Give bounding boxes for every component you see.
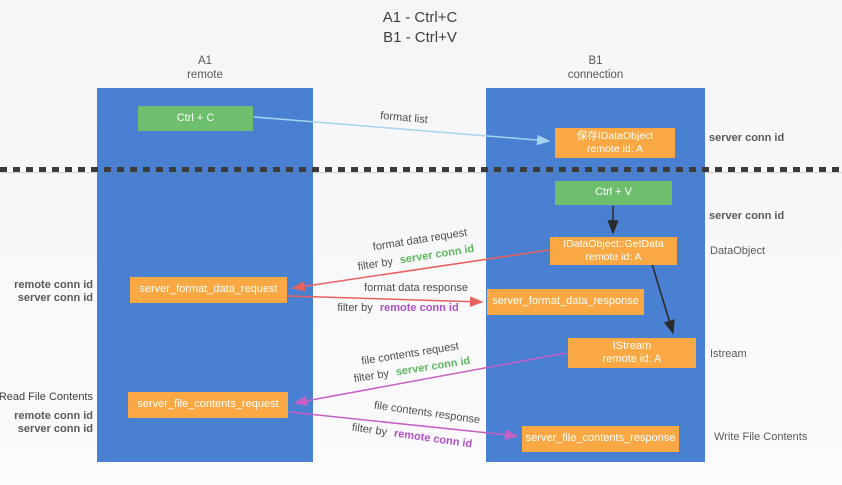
file-contents-response-text: file contents response xyxy=(373,399,481,427)
format-list-label: format list xyxy=(380,110,429,126)
ctrl-c-box: Ctrl + C xyxy=(138,106,253,131)
getdata-line1: IDataObject::GetData xyxy=(563,237,664,250)
filter-by-text: filter by xyxy=(337,302,373,314)
file-contents-response-label: file contents response xyxy=(373,400,481,427)
getdata-line2: remote id: A xyxy=(585,251,642,263)
dataobject-label: DataObject xyxy=(710,245,766,257)
page-title: A1 - Ctrl+C B1 - Ctrl+V xyxy=(330,8,510,48)
column-b1-name: B1 xyxy=(588,55,603,67)
column-a1-role: remote xyxy=(187,69,223,81)
server-conn-id-left-2: server conn id xyxy=(17,423,93,435)
filter-by-text: filter by xyxy=(356,255,394,274)
filter-by-text: filter by xyxy=(351,421,388,439)
save-idataobject-box: 保存IDataObject remote id: A xyxy=(555,128,675,158)
istream-side-label: Istream xyxy=(710,348,747,360)
format-list-text: format list xyxy=(379,109,429,127)
column-header-b1: B1 connection xyxy=(486,54,705,82)
server-format-data-response-label: server_format_data_response xyxy=(492,295,639,308)
filter-by-remote-conn-id-label-2: filter by remote conn id xyxy=(351,422,473,451)
format-data-response-text: format data response xyxy=(364,282,468,294)
write-file-contents-label: Write File Contents xyxy=(714,431,808,443)
getdata-box: IDataObject::GetData remote id: A xyxy=(550,237,677,265)
server-format-data-response-box: server_format_data_response xyxy=(487,289,644,315)
column-header-a1: A1 remote xyxy=(97,54,313,82)
save-idataobject-line1: 保存IDataObject xyxy=(576,129,654,142)
filter-by-text: filter by xyxy=(352,367,390,386)
server-conn-id-right-2: server conn id xyxy=(709,210,785,222)
title-line-1: A1 - Ctrl+C xyxy=(382,9,458,26)
remote-conn-id-left-1: remote conn id xyxy=(14,279,93,291)
filter-by-remote-conn-id-label-1: filter by remote conn id xyxy=(337,302,458,314)
save-idataobject-line2: remote id: A xyxy=(586,143,644,155)
remote-conn-id-text: remote conn id xyxy=(379,302,459,314)
column-b1-role: connection xyxy=(567,69,624,81)
session-separator-line xyxy=(0,167,842,172)
remote-conn-id-left-2: remote conn id xyxy=(14,410,93,422)
server-file-contents-response-box: server_file_contents_response xyxy=(522,426,679,452)
server-format-data-request-box: server_format_data_request xyxy=(130,277,287,303)
istream-line1: IStream xyxy=(612,339,652,352)
ctrl-c-label: Ctrl + C xyxy=(176,111,215,124)
remote-conn-id-text: remote conn id xyxy=(393,427,473,451)
server-file-contents-request-box: server_file_contents_request xyxy=(128,392,288,418)
server-conn-id-left-1: server conn id xyxy=(17,292,93,304)
istream-line2: remote id: A xyxy=(602,353,662,365)
ctrl-v-box: Ctrl + V xyxy=(555,181,672,205)
column-a1-name: A1 xyxy=(197,55,213,67)
server-conn-id-right-1: server conn id xyxy=(709,132,785,144)
server-format-data-request-label: server_format_data_request xyxy=(139,283,278,296)
istream-box: IStream remote id: A xyxy=(568,338,696,368)
title-line-2: B1 - Ctrl+V xyxy=(383,29,457,46)
read-file-contents-label: Read File Contents xyxy=(0,391,93,403)
server-file-contents-request-label: server_file_contents_request xyxy=(137,398,279,411)
ctrl-v-label: Ctrl + V xyxy=(595,186,632,199)
format-data-response-label: format data response xyxy=(364,282,468,294)
server-file-contents-response-label: server_file_contents_response xyxy=(525,432,676,445)
